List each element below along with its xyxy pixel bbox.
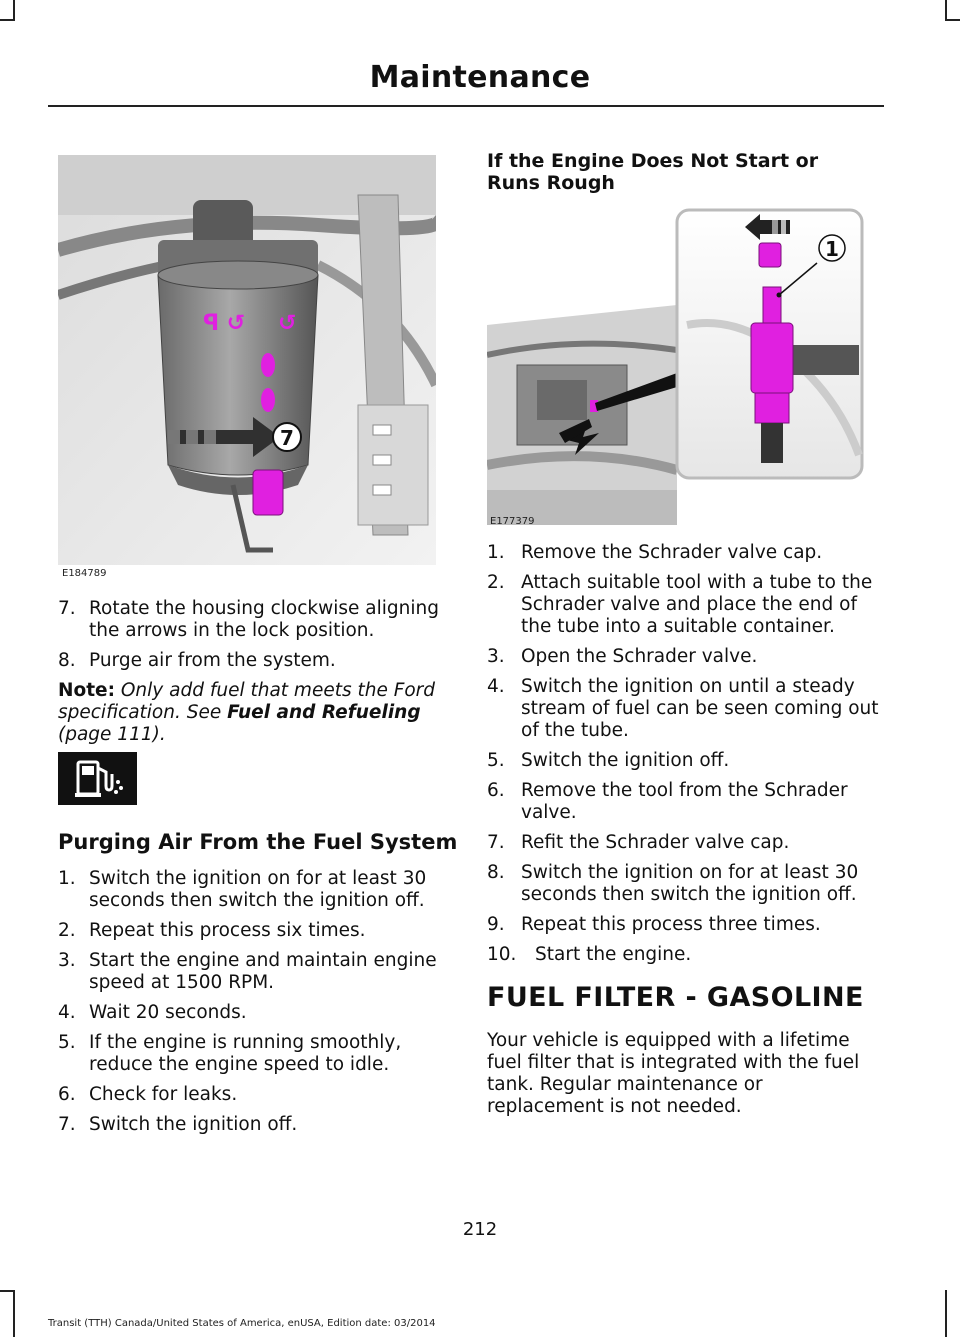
crop-mark-top-left-h: [0, 19, 15, 21]
list-item: 3.Start the engine and maintain engine s…: [58, 950, 437, 993]
list-item: 3.Open the Schrader valve.: [487, 646, 758, 667]
crop-mark-top-right-v: [945, 0, 947, 20]
svg-text:ꟼ ↺: ꟼ ↺: [203, 311, 245, 336]
figure-caption-left: E184789: [62, 568, 107, 579]
list-item: 6.Check for leaks.: [58, 1084, 238, 1105]
gasoline-paragraph: Your vehicle is equipped with a lifetime…: [487, 1030, 860, 1117]
list-item: 4.Wait 20 seconds.: [58, 1002, 247, 1023]
fuel-refueling-link[interactable]: Fuel and Refueling: [227, 702, 421, 723]
list-item: 1.Remove the Schrader valve cap.: [487, 542, 823, 563]
crop-mark-top-left-v: [13, 0, 15, 20]
crop-mark-bottom-left-h: [0, 1290, 15, 1292]
fuel-pump-icon: [58, 752, 137, 805]
list-item: 7.Rotate the housing clockwise aligning …: [58, 598, 439, 641]
page-number: 212: [462, 1219, 498, 1240]
crop-mark-bottom-left-v: [13, 1290, 15, 1337]
list-item: 4.Switch the ignition on until a steady …: [487, 676, 879, 741]
list-item: 5.If the engine is running smoothly, red…: [58, 1032, 402, 1075]
list-item: 8.Switch the ignition on for at least 30…: [487, 862, 859, 905]
note-text: Only add fuel that meets the Ford specif…: [58, 680, 436, 723]
list-item: 1.Switch the ignition on for at least 30…: [58, 868, 427, 911]
list-item: 10.Start the engine.: [487, 944, 692, 965]
fuel-filter-figure: ꟼ ↺ ↺ 7: [56, 155, 446, 565]
rough-steps-list: 1.Remove the Schrader valve cap. 2.Attac…: [487, 542, 882, 966]
filter-steps-list: 7.Rotate the housing clockwise aligning …: [58, 598, 442, 672]
note-paragraph: Note: Only add fuel that meets the Ford …: [58, 680, 442, 746]
purge-steps-list: 1.Switch the ignition on for at least 30…: [58, 868, 442, 1136]
schrader-valve-illustration: 1: [486, 205, 865, 525]
callout-1: 1: [825, 237, 839, 261]
rough-section-heading: If the Engine Does Not Start or Runs Rou…: [487, 150, 819, 194]
list-item: 8.Purge air from the system.: [58, 650, 336, 671]
list-item: 5.Switch the ignition off.: [487, 750, 730, 771]
list-item: 2.Repeat this process six times.: [58, 920, 366, 941]
crop-mark-top-right-h: [945, 19, 960, 21]
note-label: Note:: [58, 680, 115, 701]
callout-7: 7: [280, 426, 294, 450]
list-item: 7.Switch the ignition off.: [58, 1114, 298, 1135]
header-divider: [48, 105, 884, 107]
list-item: 2.Attach suitable tool with a tube to th…: [487, 572, 873, 637]
crop-mark-bottom-right-v: [945, 1290, 947, 1337]
page-title: Maintenance: [369, 60, 591, 95]
schrader-valve-figure: 1: [486, 205, 865, 525]
fuel-filter-illustration: ꟼ ↺ ↺ 7: [56, 155, 446, 565]
list-item: 9.Repeat this process three times.: [487, 914, 821, 935]
left-column: 7.Rotate the housing clockwise aligning …: [58, 598, 442, 746]
figure-caption-right: E177379: [490, 516, 535, 527]
svg-text:↺: ↺: [278, 311, 296, 336]
purge-section-heading: Purging Air From the Fuel System: [58, 830, 458, 854]
rough-steps: 1.Remove the Schrader valve cap. 2.Attac…: [487, 542, 882, 974]
edition-footer: Transit (TTH) Canada/United States of Am…: [48, 1318, 436, 1329]
purge-steps: 1.Switch the ignition on for at least 30…: [58, 868, 442, 1144]
gasoline-section-heading: FUEL FILTER - GASOLINE: [487, 982, 864, 1013]
note-page-ref: (page 111).: [58, 724, 166, 745]
list-item: 7.Refit the Schrader valve cap.: [487, 832, 790, 853]
list-item: 6.Remove the tool from the Schrader valv…: [487, 780, 848, 823]
